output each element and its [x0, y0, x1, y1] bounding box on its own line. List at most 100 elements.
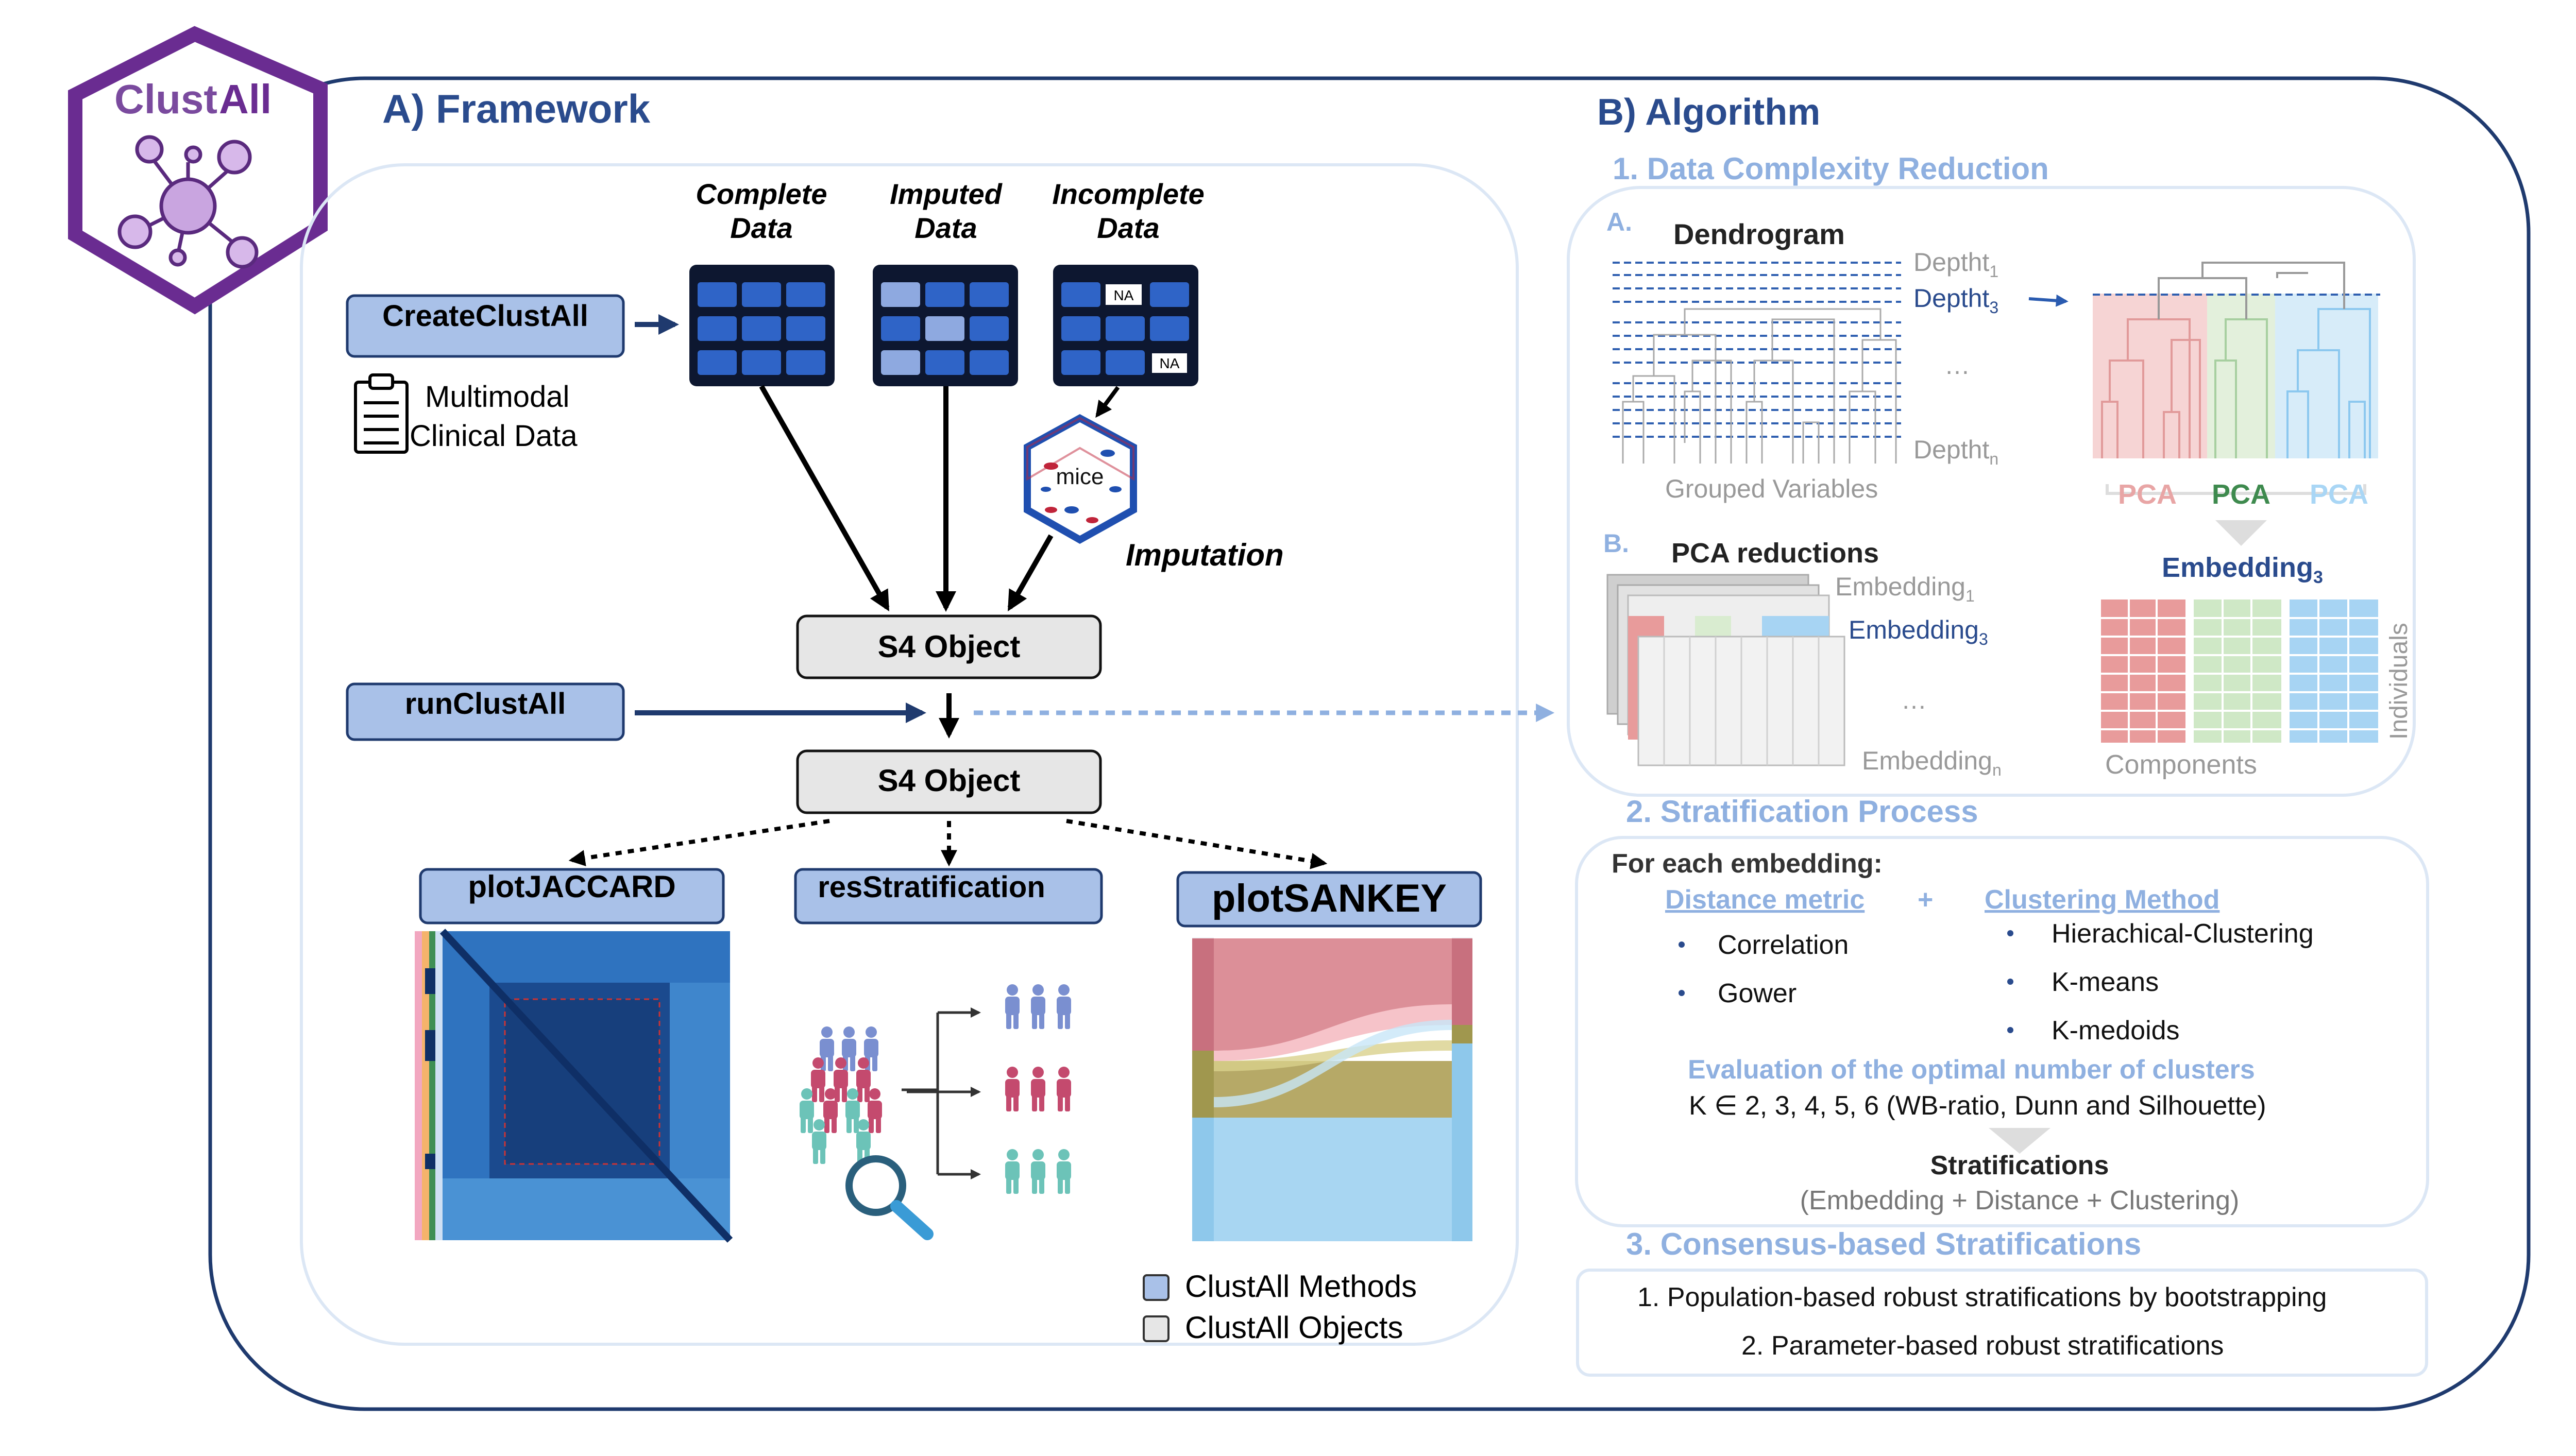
res-stratification-button[interactable]: [794, 868, 1103, 924]
framework-panel: [300, 163, 1519, 1346]
imputed-data-label: Imputed: [890, 178, 1003, 210]
bullet-icon: [2007, 930, 2013, 936]
s4-object-bottom-label: S4 Object: [878, 763, 1021, 798]
create-clustall-button[interactable]: [346, 294, 625, 358]
incomplete-data-label: Incomplete: [1052, 178, 1205, 210]
incomplete-data-label-2: Data: [1097, 212, 1159, 244]
s4-object-top[interactable]: [796, 614, 1102, 679]
legend-methods-swatch: [1143, 1274, 1170, 1301]
legend-objects-label: ClustAll Objects: [1185, 1310, 1403, 1345]
embedding-grid: [2101, 599, 2378, 743]
people-group-icon: [800, 1026, 934, 1240]
pca-label-green: PCA: [2212, 479, 2270, 510]
step1-panel: [1567, 186, 2416, 797]
embedding-ellipsis: …: [1901, 686, 1927, 714]
depth-ellipsis: …: [1944, 351, 1970, 380]
dotted-arrow-to-jaccard: [568, 819, 830, 866]
bullet-icon: [2007, 979, 2013, 985]
stratifications-title: Stratifications: [1930, 1151, 2109, 1180]
incomplete-data-table: NA NA: [1053, 265, 1198, 386]
clustering-method-title: Clustering Method: [1985, 885, 2219, 915]
stratified-people-icon: [1005, 984, 1071, 1194]
clinical-data-line2: Clinical Data: [410, 419, 578, 453]
bullet-icon: [1679, 990, 1685, 996]
clustering-hierarchical: Hierachical-Clustering: [2052, 919, 2314, 949]
complete-data-table: [689, 265, 835, 386]
step3-title: 3. Consensus-based Stratifications: [1626, 1227, 2141, 1261]
section-b-title: B) Algorithm: [1597, 92, 1820, 133]
embedding-stack-graphic: [1606, 574, 1845, 766]
stratification-branch-arrows: [902, 1007, 981, 1179]
distance-metric-title: Distance metric: [1665, 885, 1865, 915]
individuals-label: Individuals: [2385, 623, 2413, 740]
arrow-incomplete-to-mice: [1095, 386, 1120, 418]
consensus-item-2: 2. Parameter-based robust stratification…: [1741, 1331, 2224, 1361]
complete-data-label: Complete: [696, 178, 827, 210]
step1-b-letter: B.: [1603, 529, 1629, 558]
bullet-icon: [1679, 941, 1685, 948]
evaluation-title: Evaluation of the optimal number of clus…: [1688, 1055, 2255, 1085]
cut-dendrogram-graphic: [2093, 262, 2380, 458]
logo-text-all: All: [219, 76, 272, 122]
s4-object-bottom[interactable]: [796, 749, 1102, 814]
dendrogram-title: Dendrogram: [1673, 218, 1845, 250]
step2-title: 2. Stratification Process: [1626, 794, 1978, 829]
stratifications-formula: (Embedding + Distance + Clustering): [1800, 1186, 2240, 1215]
k-range-line: K ∈ 2, 3, 4, 5, 6 (WB-ratio, Dunn and Si…: [1689, 1091, 2266, 1121]
clustering-kmeans: K-means: [2052, 967, 2159, 997]
network-icon: [117, 135, 259, 269]
na-cell-1: NA: [1114, 287, 1134, 303]
step1-a-letter: A.: [1606, 208, 1632, 236]
legend-methods-label: ClustAll Methods: [1185, 1269, 1417, 1304]
embedding-3-label: Embedding3: [1849, 615, 1988, 648]
embedding-n-label: Embeddingn: [1862, 746, 2002, 779]
step1-title: 1. Data Complexity Reduction: [1613, 151, 2049, 186]
depth-n-label: Depthtn: [1913, 435, 1998, 468]
run-clustall-button[interactable]: [346, 682, 625, 741]
depth-1-label: Deptht1: [1913, 248, 1998, 281]
arrow-complete-to-s4: [759, 385, 890, 611]
pca-bracket: [2106, 484, 2366, 495]
pca-label-blue: PCA: [2310, 479, 2368, 510]
plot-sankey-label: plotSANKEY: [1212, 877, 1447, 920]
create-clustall-label: CreateClustAll: [382, 299, 588, 333]
imputed-data-table: [873, 265, 1018, 386]
clustering-kmedoids: K-medoids: [2052, 1016, 2180, 1046]
embedding-1-label: Embedding1: [1835, 572, 1975, 605]
complete-data-label-2: Data: [730, 212, 792, 244]
plus-sign: +: [1918, 885, 1933, 915]
run-clustall-label: runClustAll: [405, 687, 566, 721]
dendrogram-graphic: [1613, 262, 1901, 464]
s4-object-top-label: S4 Object: [878, 629, 1021, 664]
pca-down-triangle: [2215, 520, 2267, 546]
pca-reductions-title: PCA reductions: [1671, 538, 1879, 569]
res-stratification-label: resStratification: [818, 870, 1045, 904]
plot-jaccard-label: plotJACCARD: [468, 869, 675, 904]
section-a-title: A) Framework: [382, 86, 651, 131]
components-label: Components: [2105, 750, 2257, 780]
distance-gower: Gower: [1718, 979, 1797, 1008]
mice-label: mice: [1056, 464, 1104, 489]
jaccard-heatmap: [415, 929, 733, 1243]
embedding3-title: Embedding3: [2162, 552, 2323, 587]
for-each-embedding: For each embedding:: [1612, 849, 1883, 879]
logo-text-clust: Clust: [114, 76, 217, 122]
plot-sankey-button[interactable]: [1176, 871, 1482, 928]
pca-label-red: PCA: [2118, 479, 2177, 510]
step3-panel: [1576, 1269, 2428, 1377]
stratifications-triangle: [1989, 1128, 2050, 1154]
depth-3-label: Deptht3: [1913, 284, 1998, 317]
legend-objects-swatch: [1143, 1315, 1170, 1342]
imputation-label: Imputation: [1126, 538, 1284, 572]
grouped-variables-label: Grouped Variables: [1665, 474, 1878, 503]
mice-hexagon: mice: [1024, 414, 1137, 544]
distance-correlation: Correlation: [1718, 930, 1849, 960]
imputed-data-label-2: Data: [914, 212, 977, 244]
clinical-data-line1: Multimodal: [425, 380, 569, 414]
arrow-mice-to-s4: [1007, 534, 1054, 611]
na-cell-2: NA: [1160, 355, 1180, 371]
dotted-arrow-to-sankey: [1066, 819, 1328, 869]
plot-jaccard-button[interactable]: [419, 868, 725, 924]
clustall-logo: Clust All: [68, 26, 328, 315]
